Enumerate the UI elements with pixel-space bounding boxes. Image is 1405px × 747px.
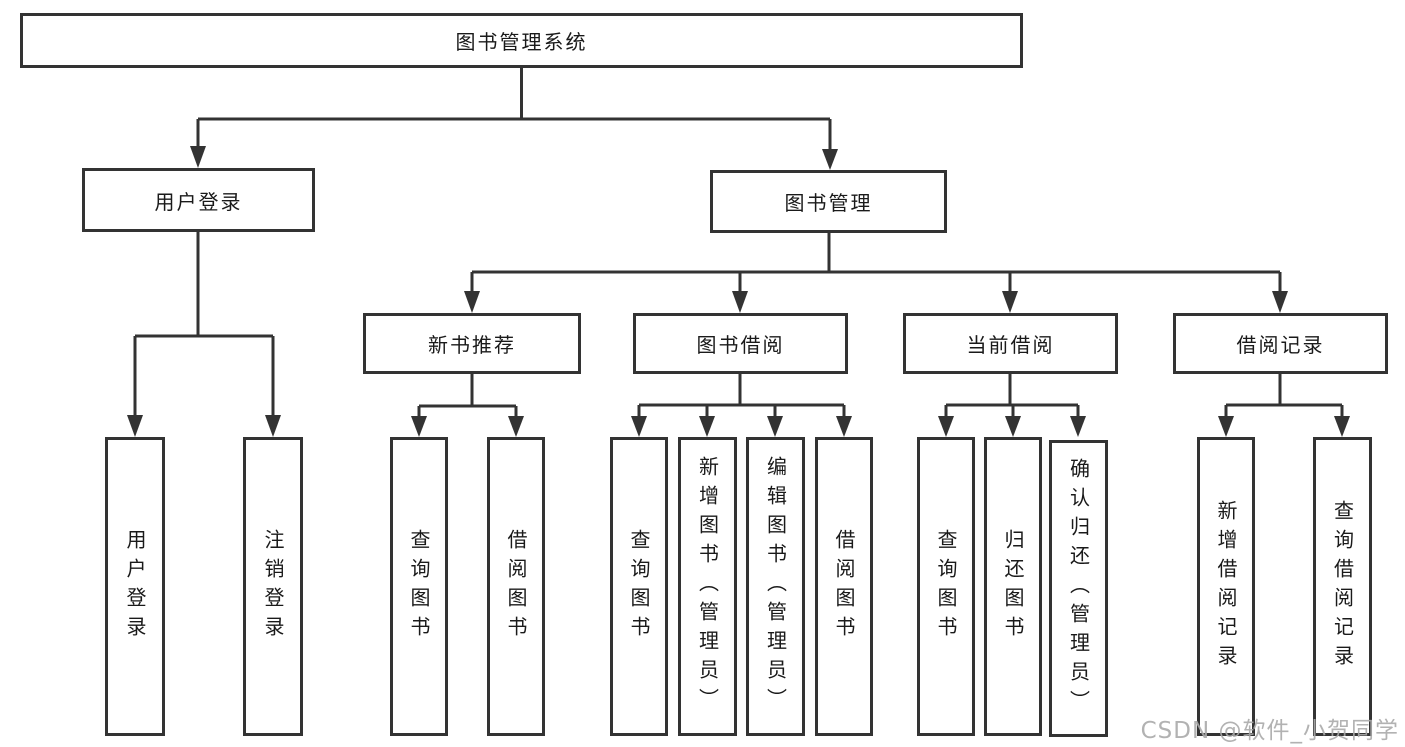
node-label: 图书管理系统	[455, 30, 588, 54]
node-book-management: 图书管理	[710, 170, 947, 233]
node-label: 归还图书	[1001, 528, 1025, 645]
leaf-recommend-query-books: 查询图书	[390, 437, 448, 736]
leaf-current-query-books: 查询图书	[917, 437, 975, 736]
node-label: 当前借阅	[966, 333, 1055, 357]
node-label: 注销登录	[261, 528, 285, 645]
node-new-book-recommendation: 新书推荐	[363, 313, 581, 374]
leaf-recommend-borrow-books: 借阅图书	[487, 437, 545, 736]
node-label: 借阅图书	[504, 528, 528, 645]
leaf-borrowing-query-books: 查询图书	[610, 437, 668, 736]
leaf-user-login: 用户登录	[105, 437, 165, 736]
node-library-system: 图书管理系统	[20, 13, 1023, 68]
node-label: 用户登录	[123, 528, 147, 645]
node-label: 编辑图书（管理员）	[763, 456, 788, 717]
leaf-records-add-record: 新增借阅记录	[1197, 437, 1255, 736]
node-label: 新增借阅记录	[1214, 499, 1238, 674]
leaf-current-return-books: 归还图书	[984, 437, 1042, 736]
node-label: 查询图书	[934, 528, 958, 645]
node-borrowing-records: 借阅记录	[1173, 313, 1388, 374]
node-label: 查询图书	[407, 528, 431, 645]
leaf-logout: 注销登录	[243, 437, 303, 736]
node-label: 图书借阅	[696, 333, 785, 357]
watermark: CSDN @软件_小贺同学	[1140, 718, 1399, 744]
node-current-borrowing: 当前借阅	[903, 313, 1118, 374]
node-label: 借阅记录	[1236, 333, 1325, 357]
node-user-login: 用户登录	[82, 168, 315, 232]
node-label: 借阅图书	[832, 528, 856, 645]
node-label: 新增图书（管理员）	[695, 456, 720, 717]
leaf-current-confirm-return-admin: 确认归还（管理员）	[1049, 440, 1108, 737]
node-label: 查询借阅记录	[1330, 499, 1355, 674]
node-label: 用户登录	[154, 189, 243, 214]
node-label: 确认归还（管理员）	[1066, 458, 1091, 719]
leaf-borrowing-edit-book-admin: 编辑图书（管理员）	[746, 437, 805, 736]
node-label: 新书推荐	[428, 333, 516, 357]
leaf-borrowing-borrow-books: 借阅图书	[815, 437, 873, 736]
node-label: 查询图书	[627, 528, 651, 645]
node-book-borrowing: 图书借阅	[633, 313, 848, 374]
leaf-borrowing-add-book-admin: 新增图书（管理员）	[678, 437, 737, 736]
leaf-records-query-record: 查询借阅记录	[1313, 437, 1372, 736]
node-label: 图书管理	[784, 191, 873, 215]
